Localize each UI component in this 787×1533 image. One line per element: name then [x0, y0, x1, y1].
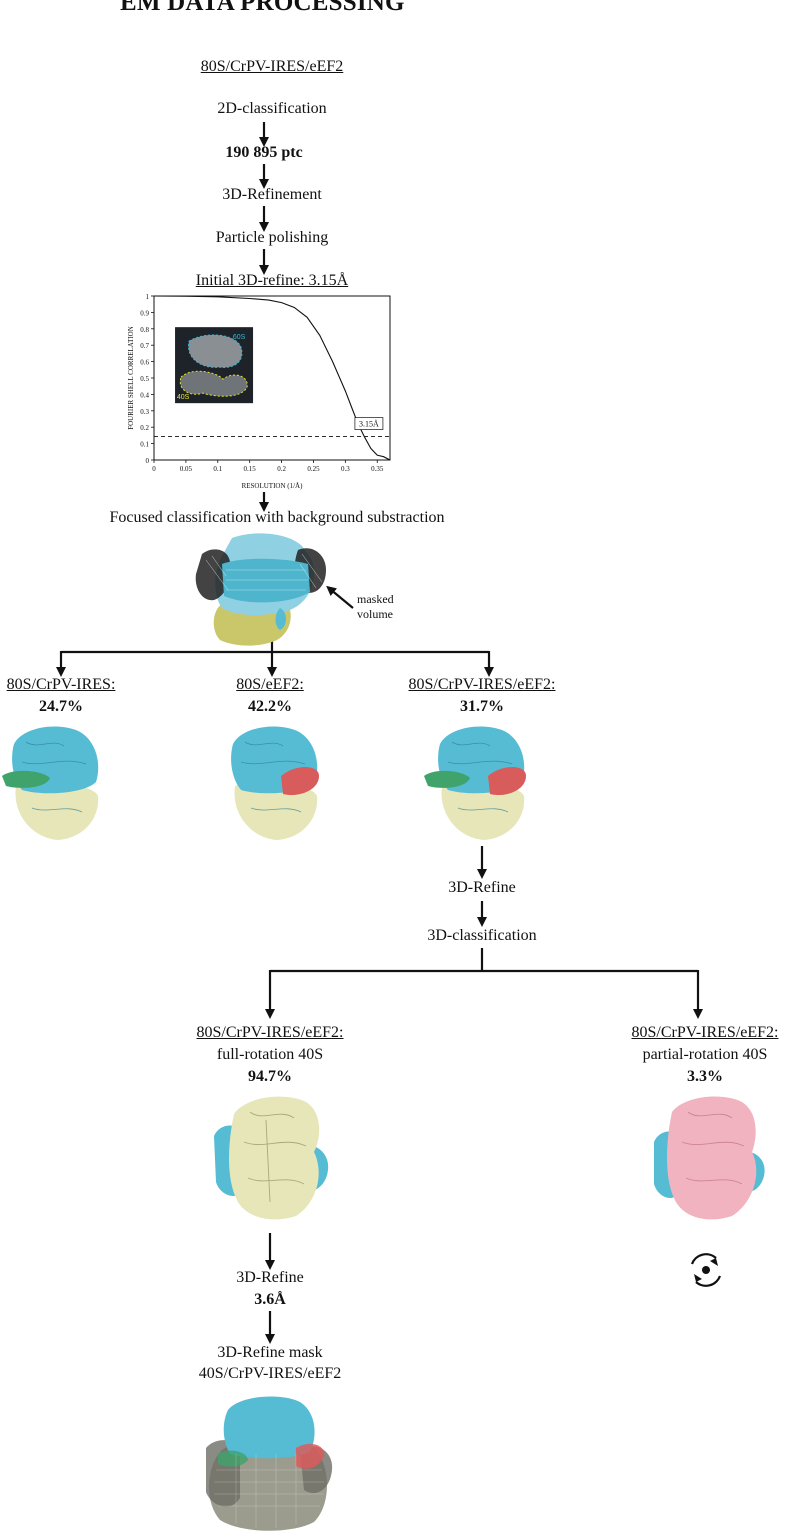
- step-particle-polishing: Particle polishing: [215, 229, 329, 246]
- start-sample-label: 80S/CrPV-IRES/eEF2: [200, 58, 344, 75]
- step-3d-refinement: 3D-Refinement: [222, 186, 322, 203]
- fsc-y-tick-label: 0.9: [140, 309, 149, 317]
- subclass-2-pct: 3.3%: [687, 1068, 723, 1085]
- second-classification-label: 3D-classification: [427, 927, 537, 944]
- fsc-inset-40s-label: 40S: [177, 394, 190, 401]
- fsc-x-axis-label: RESOLUTION (1/Å): [242, 482, 304, 490]
- fsc-x-tick-label: 0.35: [371, 465, 384, 473]
- subclass-2-name: 80S/CrPV-IRES/eEF2:: [631, 1024, 779, 1041]
- fsc-y-tick-label: 0.6: [140, 359, 149, 367]
- step-2d-classification: 2D-classification: [217, 100, 327, 117]
- rotation-icon: [690, 1253, 722, 1287]
- fsc-y-tick-label: 0.8: [140, 326, 149, 334]
- fsc-x-tick-label: 0.2: [277, 465, 286, 473]
- class-2-map: [231, 726, 319, 840]
- page-title: EM DATA PROCESSING: [120, 0, 405, 16]
- fsc-inset-40s-region: [179, 370, 248, 397]
- fsc-y-tick-label: 1: [146, 293, 150, 301]
- subclass-1-map: [214, 1096, 329, 1220]
- class-1-pct: 24.7%: [39, 698, 83, 715]
- fsc-x-tick-label: 0.25: [307, 465, 320, 473]
- subclass-2-map: [654, 1096, 765, 1220]
- class-1-map: [2, 726, 99, 840]
- masked-label-line2: volume: [357, 607, 393, 621]
- masked-volume-map: [195, 533, 326, 646]
- fsc-x-tick-label: 0.1: [213, 465, 222, 473]
- subclass-1-pct: 94.7%: [248, 1068, 292, 1085]
- class-3-pct: 31.7%: [460, 698, 504, 715]
- fsc-y-tick-label: 0.5: [140, 375, 149, 383]
- fsc-resolution-box: [354, 417, 384, 430]
- final-mask-line2: 40S/CrPV-IRES/eEF2: [198, 1365, 342, 1382]
- final-refine-label: 3D-Refine: [236, 1269, 304, 1286]
- class-1-name: 80S/CrPV-IRES:: [6, 676, 116, 693]
- fsc-inset-60s-region: [188, 334, 243, 368]
- fsc-x-tick-label: 0.15: [244, 465, 257, 473]
- initial-refine-label: Initial 3D-refine: 3.15Å: [195, 272, 349, 289]
- fsc-x-tick-label: 0: [152, 465, 156, 473]
- fsc-curve: [153, 295, 391, 461]
- final-mask-line1: 3D-Refine mask: [217, 1344, 323, 1361]
- fsc-chart: 0 0.1 0.2 0.3 0.4 0.5 0.6 0.7 0.8 0.9 1 0 0.05 0.1 0.1…: [127, 293, 391, 490]
- class-2-name: 80S/eEF2:: [236, 676, 304, 693]
- class-3-name: 80S/CrPV-IRES/eEF2:: [408, 676, 556, 693]
- fsc-x-tick-label: 0.3: [341, 465, 350, 473]
- subclass-1-desc: full-rotation 40S: [216, 1046, 324, 1063]
- fsc-y-tick-label: 0.2: [140, 424, 149, 432]
- fsc-x-tick-label: 0.05: [180, 465, 193, 473]
- class-2-pct: 42.2%: [248, 698, 292, 715]
- fsc-y-tick-label: 0.1: [140, 441, 149, 449]
- masked-label-line1: masked: [357, 592, 394, 606]
- fsc-y-axis-label: FOURIER SHELL CORRELATION: [127, 326, 135, 430]
- fsc-inset-60s-label: 60S: [233, 334, 246, 341]
- arrow-masked-volume: [326, 585, 354, 609]
- class-3-map: [424, 726, 526, 840]
- final-mask-map: [206, 1396, 333, 1531]
- fsc-y-tick-label: 0.3: [140, 408, 149, 416]
- fsc-y-tick-label: 0.4: [140, 391, 149, 399]
- fsc-y-tick-label: 0.7: [140, 342, 149, 350]
- final-resolution: 3.6Å: [254, 1291, 286, 1308]
- subclass-1-name: 80S/CrPV-IRES/eEF2:: [196, 1024, 344, 1041]
- focused-classification-label: Focused classification with background s…: [109, 509, 445, 526]
- fsc-y-tick-label: 0: [146, 457, 150, 465]
- particle-count: 190 895 ptc: [225, 144, 303, 161]
- subclass-2-desc: partial-rotation 40S: [642, 1046, 768, 1063]
- fsc-resolution-label: 3.15Å: [359, 420, 379, 429]
- second-refine-label: 3D-Refine: [448, 879, 516, 896]
